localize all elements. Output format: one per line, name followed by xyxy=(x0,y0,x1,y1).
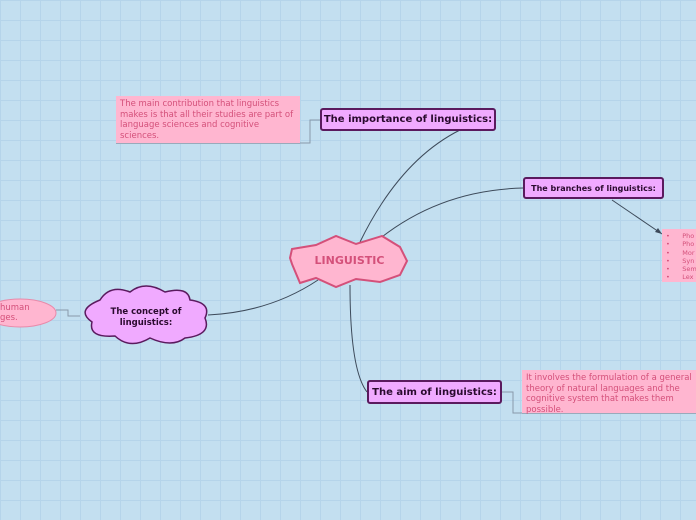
branches-topic[interactable]: The branches of linguistics: xyxy=(523,177,664,199)
list-item: • Syn xyxy=(666,256,695,265)
note-line: ges. xyxy=(0,313,18,323)
importance-topic[interactable]: The importance of linguistics: xyxy=(320,108,496,131)
list-item: • Mor xyxy=(666,248,695,257)
concept-cloud xyxy=(84,285,208,345)
aim-note[interactable]: It involves the formulation of a general… xyxy=(522,370,696,415)
concept-note-cloud xyxy=(0,298,57,328)
aim-topic[interactable]: The aim of linguistics: xyxy=(367,380,502,404)
list-item: • Pho xyxy=(666,240,695,249)
concept-topic[interactable]: The concept of linguistics: xyxy=(110,307,182,328)
concept-note[interactable]: human ges. xyxy=(0,303,30,323)
list-item: • Pho xyxy=(666,232,695,240)
list-item: • Lex xyxy=(666,273,694,282)
central-star xyxy=(288,234,409,289)
note-line: human xyxy=(0,303,30,313)
importance-note[interactable]: The main contribution that linguistics m… xyxy=(116,96,300,143)
list-item: • Sem xyxy=(666,265,696,274)
central-topic[interactable]: LINGUISTIC xyxy=(314,254,385,267)
branches-list[interactable]: • Pho • Pho • Mor • Syn • Sem • Lex xyxy=(662,229,696,282)
